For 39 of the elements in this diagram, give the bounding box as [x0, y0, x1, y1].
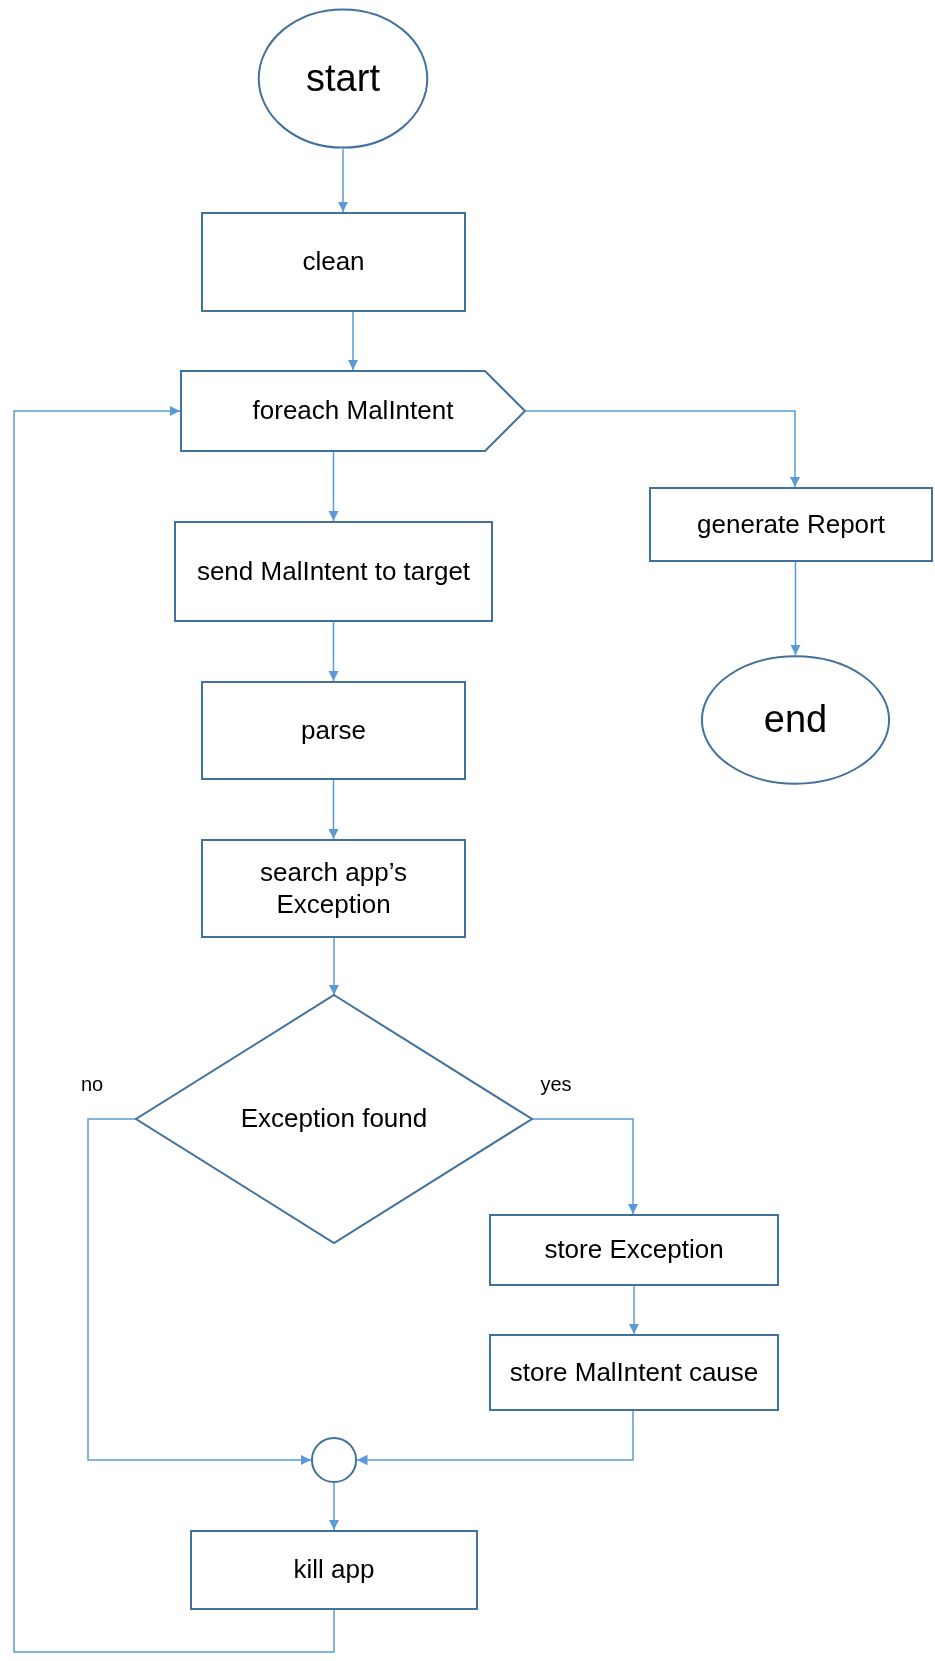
node-label: kill app [293, 1554, 375, 1586]
circle-node [311, 1437, 357, 1483]
terminal-ellipse [257, 8, 429, 149]
process-box [489, 1214, 779, 1286]
arrow [328, 1482, 340, 1531]
process-box [201, 681, 466, 780]
node-label: store MalIntent cause [509, 1356, 759, 1389]
arrow [328, 621, 339, 682]
process-box [489, 1334, 779, 1411]
terminal-ellipse [700, 655, 891, 785]
node-label: parse [300, 714, 366, 747]
node-label: start [306, 55, 380, 101]
node-label: Exception found [240, 1103, 428, 1135]
node-label: store Exception [544, 1234, 724, 1266]
arrow [628, 1285, 640, 1335]
process-box [190, 1530, 478, 1610]
node-label: generate Report [697, 508, 885, 541]
arrow [13, 405, 335, 1653]
arrow [531, 1118, 639, 1215]
arrow [328, 937, 340, 996]
arrow [328, 779, 339, 840]
arrow [525, 410, 801, 488]
node-label: foreach MalIntent [252, 395, 454, 427]
node-label: send MalIntent to target [196, 555, 471, 588]
arrow [347, 311, 359, 371]
arrow [337, 148, 349, 213]
decision-diamond [136, 995, 532, 1243]
arrow [356, 1410, 634, 1466]
process-box [201, 212, 466, 312]
process-box [174, 521, 493, 622]
arrow [328, 451, 339, 522]
arrow [790, 561, 801, 656]
node-label: search app’s Exception [259, 857, 408, 920]
arrow [87, 1118, 312, 1466]
loop-pentagon [180, 370, 526, 452]
process-box [649, 487, 933, 562]
process-box [201, 839, 466, 938]
node-label: end [763, 697, 828, 743]
node-label: clean [302, 246, 365, 278]
